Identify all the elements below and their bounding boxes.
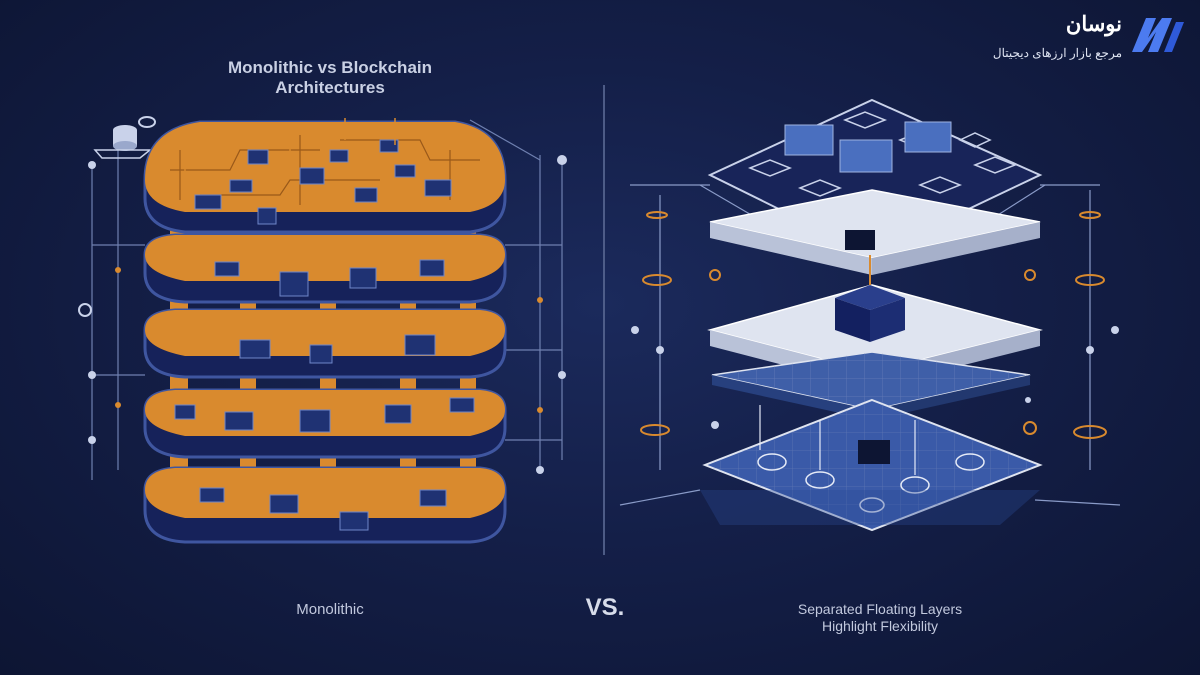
monolithic-stack xyxy=(78,116,567,544)
database-icon xyxy=(93,116,156,159)
title-line-2: Architectures xyxy=(275,78,385,97)
layers-caption-line-2: Highlight Flexibility xyxy=(822,618,938,634)
diagram-title: Monolithic vs Blockchain Architectures xyxy=(200,58,460,98)
center-divider xyxy=(603,85,605,555)
layers-caption-line-1: Separated Floating Layers xyxy=(797,601,963,617)
title-line-1: Monolithic vs Blockchain xyxy=(227,58,433,77)
monolithic-caption: Monolithic xyxy=(296,601,364,618)
nosan-logo-icon xyxy=(1132,18,1184,52)
core-cube xyxy=(835,285,905,342)
brand-tagline: مرجع بازار ارزهای دیجیتال xyxy=(992,46,1122,60)
gear-icon xyxy=(78,303,92,317)
layers-caption: Separated Floating Layers Highlight Flex… xyxy=(760,601,1000,635)
vs-label: VS. xyxy=(585,594,625,621)
brand-name: نوسان xyxy=(1065,13,1122,36)
floating-layers xyxy=(619,98,1121,532)
